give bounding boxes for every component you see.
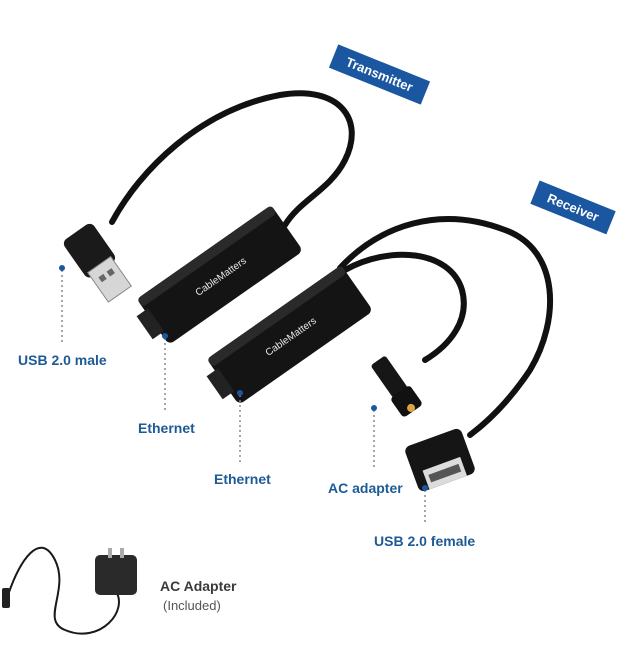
callout-dots <box>59 265 428 491</box>
transmitter-device: CableMatters <box>136 206 301 343</box>
usb-female-label: USB 2.0 female <box>374 533 476 549</box>
usb-male-plug <box>63 223 133 303</box>
ethernet-right-label: Ethernet <box>214 471 271 487</box>
callout-lines <box>61 270 426 522</box>
ac-adapter-cord <box>7 546 120 635</box>
ethernet-left-label: Ethernet <box>138 420 195 436</box>
ac-adapter-title: AC Adapter <box>160 578 237 594</box>
ac-adapter-jack <box>371 356 422 417</box>
receiver-device: CableMatters <box>206 266 371 403</box>
receiver-cable-ac <box>342 251 467 363</box>
usb-female-socket <box>405 428 475 492</box>
ac-adapter-plug-tip <box>2 588 10 608</box>
usb-male-label: USB 2.0 male <box>18 352 107 368</box>
ac-adapter-subtitle: (Included) <box>163 598 221 613</box>
ac-adapter-brick <box>95 548 137 595</box>
transmitter-cable <box>109 90 355 228</box>
ac-adapter-port-label: AC adapter <box>328 480 403 496</box>
receiver-cable-usb <box>337 216 554 438</box>
